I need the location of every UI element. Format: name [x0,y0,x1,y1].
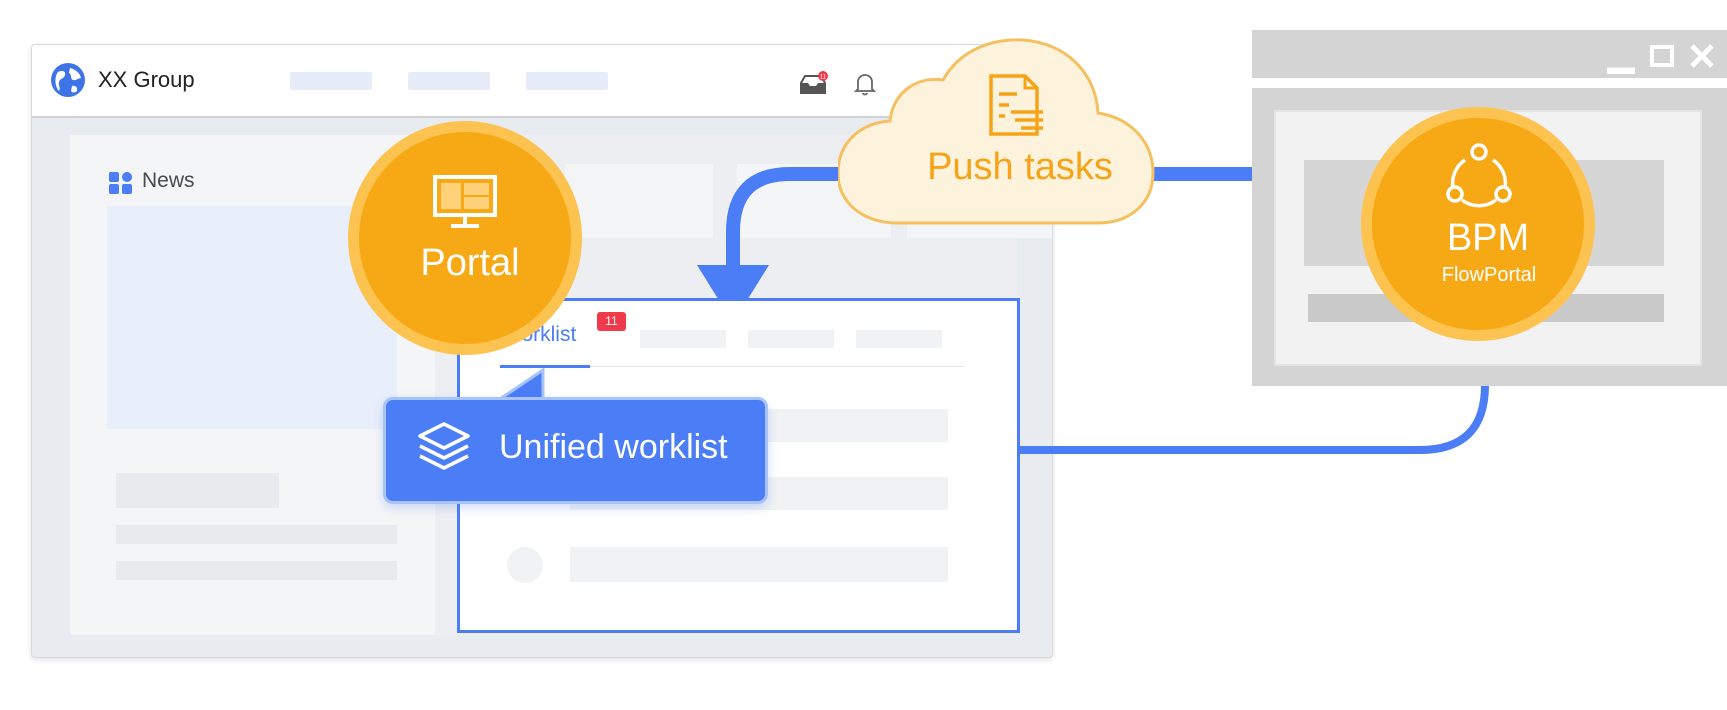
brand-name: XX Group [98,67,195,92]
inbox-badge: 11 [820,75,827,81]
callout-pointer [496,368,545,403]
text-placeholder [116,561,397,580]
monitor-icon [433,175,497,228]
document-icon [989,74,1043,136]
unified-worklist-label: Unified worklist [499,428,728,466]
bpm-sublabel: FlowPortal [1441,264,1537,286]
worklist-badge: 11 [597,312,626,331]
text-placeholder [116,525,397,544]
bpm-label: BPM [1446,217,1530,259]
maximize-icon[interactable] [1649,44,1675,68]
bpm-titlebar [1252,30,1727,78]
card-placeholder[interactable] [565,164,713,238]
tab-placeholder[interactable] [856,330,942,348]
share-nodes-icon [1446,143,1512,208]
list-avatar [507,547,543,583]
inbox-icon[interactable]: 11 [798,71,830,97]
push-tasks-label: Push tasks [927,146,1113,188]
nav-placeholder[interactable] [526,72,608,90]
close-icon[interactable] [1688,42,1716,70]
portal-topbar: XX Group 11 [32,45,1052,118]
grid-icon [109,172,132,194]
news-label: News [142,169,195,192]
layers-icon [418,422,470,470]
tab-active-underline [500,365,590,368]
list-item[interactable] [570,547,948,582]
portal-label: Portal [420,242,520,284]
tab-placeholder[interactable] [640,330,726,348]
minimize-icon[interactable]: ▁ [1608,35,1635,73]
text-placeholder [116,473,279,508]
titlebar-divider [1252,78,1727,88]
tab-placeholder[interactable] [748,330,834,348]
nav-placeholder[interactable] [290,72,372,90]
cloud-shape [838,38,1155,225]
nav-placeholder[interactable] [408,72,490,90]
portal-circle-inner [359,132,571,344]
bell-icon[interactable] [853,71,877,97]
globe-icon [51,63,85,97]
unified-worklist-callout: Unified worklist [383,397,768,504]
tab-divider [500,366,964,367]
